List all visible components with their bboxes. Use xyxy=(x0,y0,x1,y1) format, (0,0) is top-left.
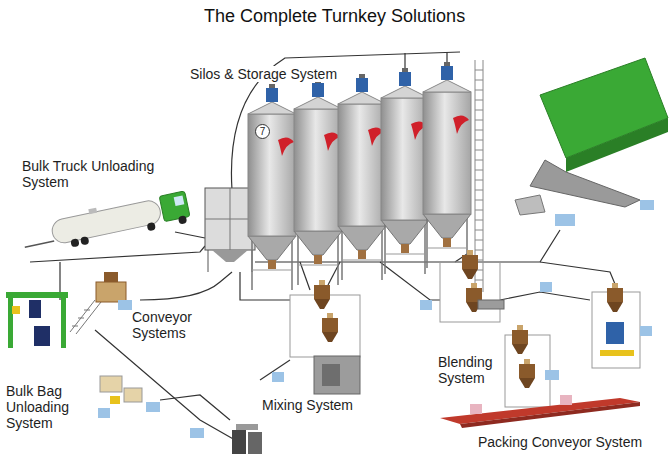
conveyor-equipment xyxy=(70,272,262,454)
callout-number: 7 xyxy=(255,124,270,139)
system-label: Packing Conveyor System xyxy=(478,434,642,450)
system-label: Blending System xyxy=(438,354,502,386)
system-label: Bulk Truck Unloading System xyxy=(22,158,168,190)
mixing-equipment xyxy=(272,280,360,394)
right-packing-station xyxy=(592,283,652,368)
container-tipper xyxy=(515,58,668,226)
bulk-bag-unloader xyxy=(6,292,68,348)
system-label: Mixing System xyxy=(262,397,353,413)
bulk-truck xyxy=(20,189,191,257)
pipework xyxy=(30,52,615,440)
system-label: Silos & Storage System xyxy=(190,66,337,82)
system-label: Conveyor Systems xyxy=(132,309,208,341)
silo-group xyxy=(248,62,471,290)
blending-equipment xyxy=(420,250,552,322)
system-label: Bulk Bag Unloading System xyxy=(6,383,84,431)
diagram-title: The Complete Turnkey Solutions xyxy=(204,6,465,27)
